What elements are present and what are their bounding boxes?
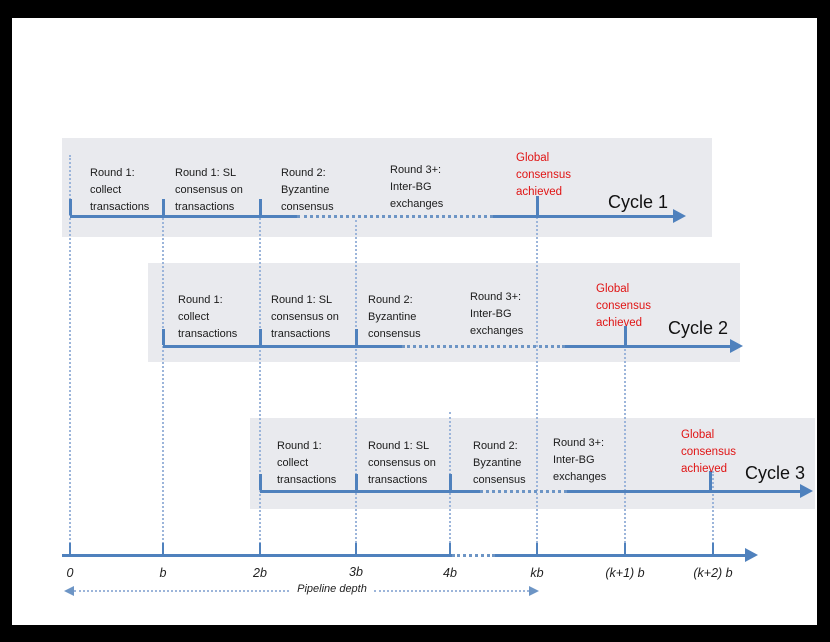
cycle1-global-consensus-label: Global consensus achieved	[516, 152, 571, 198]
axis-tick-0	[69, 543, 71, 554]
cycle1-title: Cycle 1	[608, 192, 669, 212]
cycle1-timeline-solid1	[70, 215, 297, 218]
cycle3-arrow-right-icon	[800, 484, 813, 498]
axis-tick-2b	[259, 543, 261, 554]
cycle3-title: Cycle 3	[745, 463, 806, 483]
cycle2-title: Cycle 2	[668, 318, 729, 338]
cycle2-tick-2b	[259, 329, 262, 345]
cycle3-round1sl-label: Round 1: SL consensus on transactions	[368, 440, 436, 486]
pipeline-depth-arrow-right-icon	[529, 586, 539, 596]
cycle2-milestone-tick	[624, 326, 627, 345]
cycle3-round3-label: Round 3+: Inter-BG exchanges	[553, 437, 607, 483]
axis-line-solid1	[62, 554, 452, 557]
cycle1-round1-label: Round 1: collect transactions	[90, 167, 150, 213]
cycle2-round1sl-label: Round 1: SL consensus on transactions	[271, 294, 339, 340]
guide-line-k2b	[712, 471, 714, 555]
pipeline-depth-dotted1	[74, 590, 289, 592]
cycle1-timeline-solid2	[493, 215, 673, 218]
axis-tick-4b	[449, 543, 451, 554]
axis-label-k1b: (k+1) b	[605, 566, 645, 580]
cycle2-timeline-solid2	[565, 345, 730, 348]
axis-tick-b	[162, 543, 164, 554]
cycle3-timeline-dotted	[480, 490, 567, 493]
guide-line-2b	[259, 199, 261, 555]
axis-label-b: b	[159, 566, 167, 580]
cycle2-round1-label: Round 1: collect transactions	[178, 294, 238, 340]
cycle1-round3-label: Round 3+: Inter-BG exchanges	[390, 164, 444, 210]
pipeline-depth-dotted2	[374, 590, 529, 592]
cycle3-tick-2b	[259, 474, 262, 490]
axis-tick-3b	[355, 543, 357, 554]
axis-label-3b: 3b	[349, 565, 363, 579]
axis-tick-kb	[536, 543, 538, 554]
cycle1-arrow-right-icon	[673, 209, 686, 223]
axis-line-solid2	[495, 554, 745, 557]
pipeline-depth-arrow-left-icon	[64, 586, 74, 596]
cycle3-milestone-tick	[709, 471, 712, 490]
cycle1-tick-0	[69, 199, 72, 215]
axis-label-k2b: (k+2) b	[693, 566, 733, 580]
guide-line-3b	[355, 220, 357, 555]
cycle1-milestone-tick	[536, 196, 539, 215]
axis-label-kb: kb	[530, 566, 544, 580]
guide-line-kb	[536, 196, 538, 555]
cycle2-arrow-right-icon	[730, 339, 743, 353]
cycle3-timeline-solid1	[260, 490, 480, 493]
cycle1-timeline-dotted	[297, 215, 493, 218]
axis-label-0: 0	[66, 566, 74, 580]
cycle2-global-consensus-label: Global consensus achieved	[596, 283, 651, 329]
cycle3-tick-3b	[355, 474, 358, 490]
cycle2-timeline-solid1	[163, 345, 402, 348]
cycle3-timeline-solid2	[567, 490, 800, 493]
cycle2-round2-label: Round 2: Byzantine consensus	[368, 294, 421, 340]
cycle3-round1-label: Round 1: collect transactions	[277, 440, 337, 486]
cycle1-tick-b	[162, 199, 165, 215]
cycle2-round3-label: Round 3+: Inter-BG exchanges	[470, 291, 524, 337]
axis-tick-k1b	[624, 543, 626, 554]
guide-line-k1b	[624, 326, 626, 555]
cycle1-round1sl-label: Round 1: SL consensus on transactions	[175, 167, 243, 213]
pipeline-depth-caption: Pipeline depth	[297, 583, 367, 595]
cycle3-band	[250, 418, 815, 509]
cycle2-tick-b	[162, 329, 165, 345]
axis-label-4b: 4b	[443, 566, 457, 580]
cycle3-global-consensus-label: Global consensus achieved	[681, 429, 736, 475]
cycle3-tick-4b	[449, 474, 452, 490]
cycle1-band	[62, 138, 712, 237]
guide-line-0	[69, 155, 71, 555]
axis-tick-k2b	[712, 543, 714, 554]
cycle2-timeline-dotted	[402, 345, 565, 348]
cycle2-tick-3b	[355, 329, 358, 345]
guide-line-b	[162, 199, 164, 555]
cycle1-round2-label: Round 2: Byzantine consensus	[281, 167, 334, 213]
axis-line-dotted	[452, 554, 495, 557]
cycle3-round2-label: Round 2: Byzantine consensus	[473, 440, 526, 486]
axis-label-2b: 2b	[253, 566, 267, 580]
axis-arrow-right-icon	[745, 548, 758, 562]
cycle1-tick-2b	[259, 199, 262, 215]
